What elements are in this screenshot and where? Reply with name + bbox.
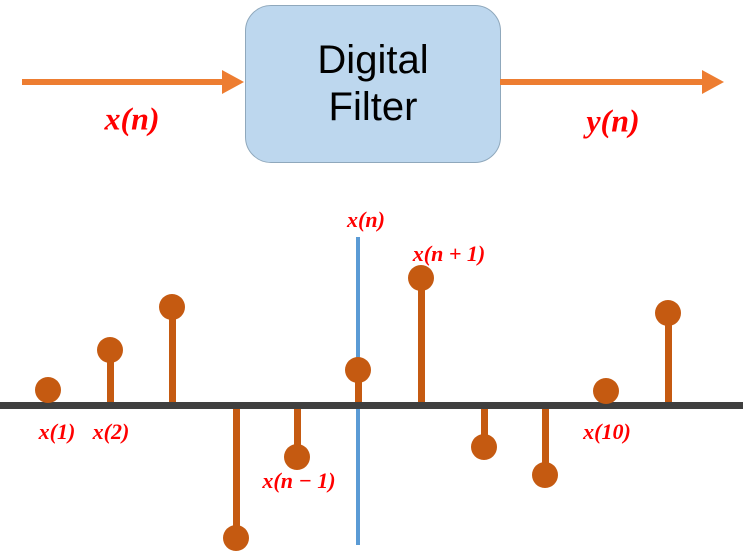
input-signal-label: x(n) [104, 100, 160, 137]
sample-marker [408, 265, 434, 291]
stem-line [354, 370, 362, 406]
sample-label: x(2) [92, 419, 130, 444]
digital-filter-box: Digital Filter [245, 5, 501, 163]
sample-marker [471, 434, 497, 460]
sample-label: x(n + 1) [412, 241, 486, 266]
input-arrow-head-icon [222, 70, 244, 94]
sample-marker [655, 300, 681, 326]
filter-box-title-line1: Digital [317, 38, 429, 82]
sample-label: x(10) [583, 419, 631, 444]
sample-marker [97, 337, 123, 363]
sample-marker [159, 294, 185, 320]
stem-line [664, 313, 672, 406]
output-signal-label: y(n) [586, 102, 640, 139]
input-arrow-shaft [22, 79, 224, 85]
stem-line [541, 406, 549, 475]
sample-label: x(n) [347, 207, 385, 232]
sample-marker [284, 444, 310, 470]
stem-line [417, 278, 425, 406]
sample-marker [532, 462, 558, 488]
stem-line [106, 350, 114, 406]
stem-line [480, 406, 488, 447]
sample-marker [345, 357, 371, 383]
stem-line [293, 406, 301, 457]
filter-box-title-line2: Filter [328, 85, 418, 129]
output-arrow-head-icon [702, 70, 724, 94]
sample-label: x(n − 1) [262, 468, 336, 493]
time-axis [0, 402, 743, 409]
output-arrow-shaft [500, 79, 704, 85]
sample-marker [593, 378, 619, 404]
sample-label: x(1) [38, 419, 76, 444]
stem-line [168, 307, 176, 406]
sample-marker [35, 377, 61, 403]
stem-line [232, 406, 240, 538]
sample-marker [223, 525, 249, 551]
